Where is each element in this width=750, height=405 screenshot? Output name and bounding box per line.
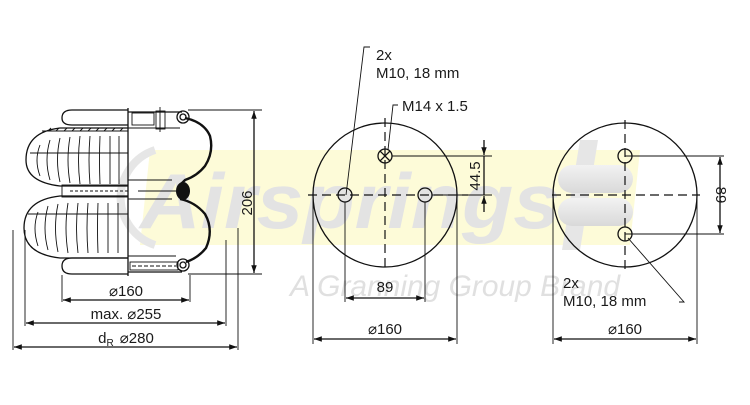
watermark: Airsprings A Granning Group Brand <box>116 140 640 303</box>
top-dim-diameter: ⌀160 <box>368 321 402 338</box>
watermark-tagline: A Granning Group Brand <box>288 270 621 303</box>
dim-height-206: 206 <box>239 190 256 215</box>
bottom-view: 89 2x M10, 18 mm ⌀160 <box>552 120 729 344</box>
watermark-logo-pill-bottom <box>558 198 633 226</box>
top-callout-air-inlet: M14 x 1.5 <box>402 98 468 115</box>
top-dim-bolt-spacing: 89 <box>377 279 394 296</box>
bottom-callout-bolts-count: 2x <box>563 275 579 292</box>
top-callout-bolts-spec: M10, 18 mm <box>376 65 459 82</box>
watermark-logo-pill-top <box>558 165 633 193</box>
top-view: 2x M10, 18 mm M14 x 1.5 44.5 89 ⌀160 <box>308 46 492 344</box>
top-callout-bolts-count: 2x <box>376 47 392 64</box>
dim-dr-diameter: dR⌀280 <box>98 330 154 349</box>
dim-bottom-plate-diameter: ⌀160 <box>109 283 143 300</box>
watermark-band <box>140 150 640 245</box>
bottom-callout-bolts-spec: M10, 18 mm <box>563 293 646 310</box>
side-view: 206 ⌀160 max. ⌀255 dR⌀280 <box>12 107 262 350</box>
top-dim-offset: 44.5 <box>467 161 484 190</box>
dim-max-diameter: max. ⌀255 <box>91 306 162 323</box>
bottom-dim-diameter: ⌀160 <box>608 321 642 338</box>
bottom-dim-bolt-spacing: 89 <box>712 187 729 204</box>
